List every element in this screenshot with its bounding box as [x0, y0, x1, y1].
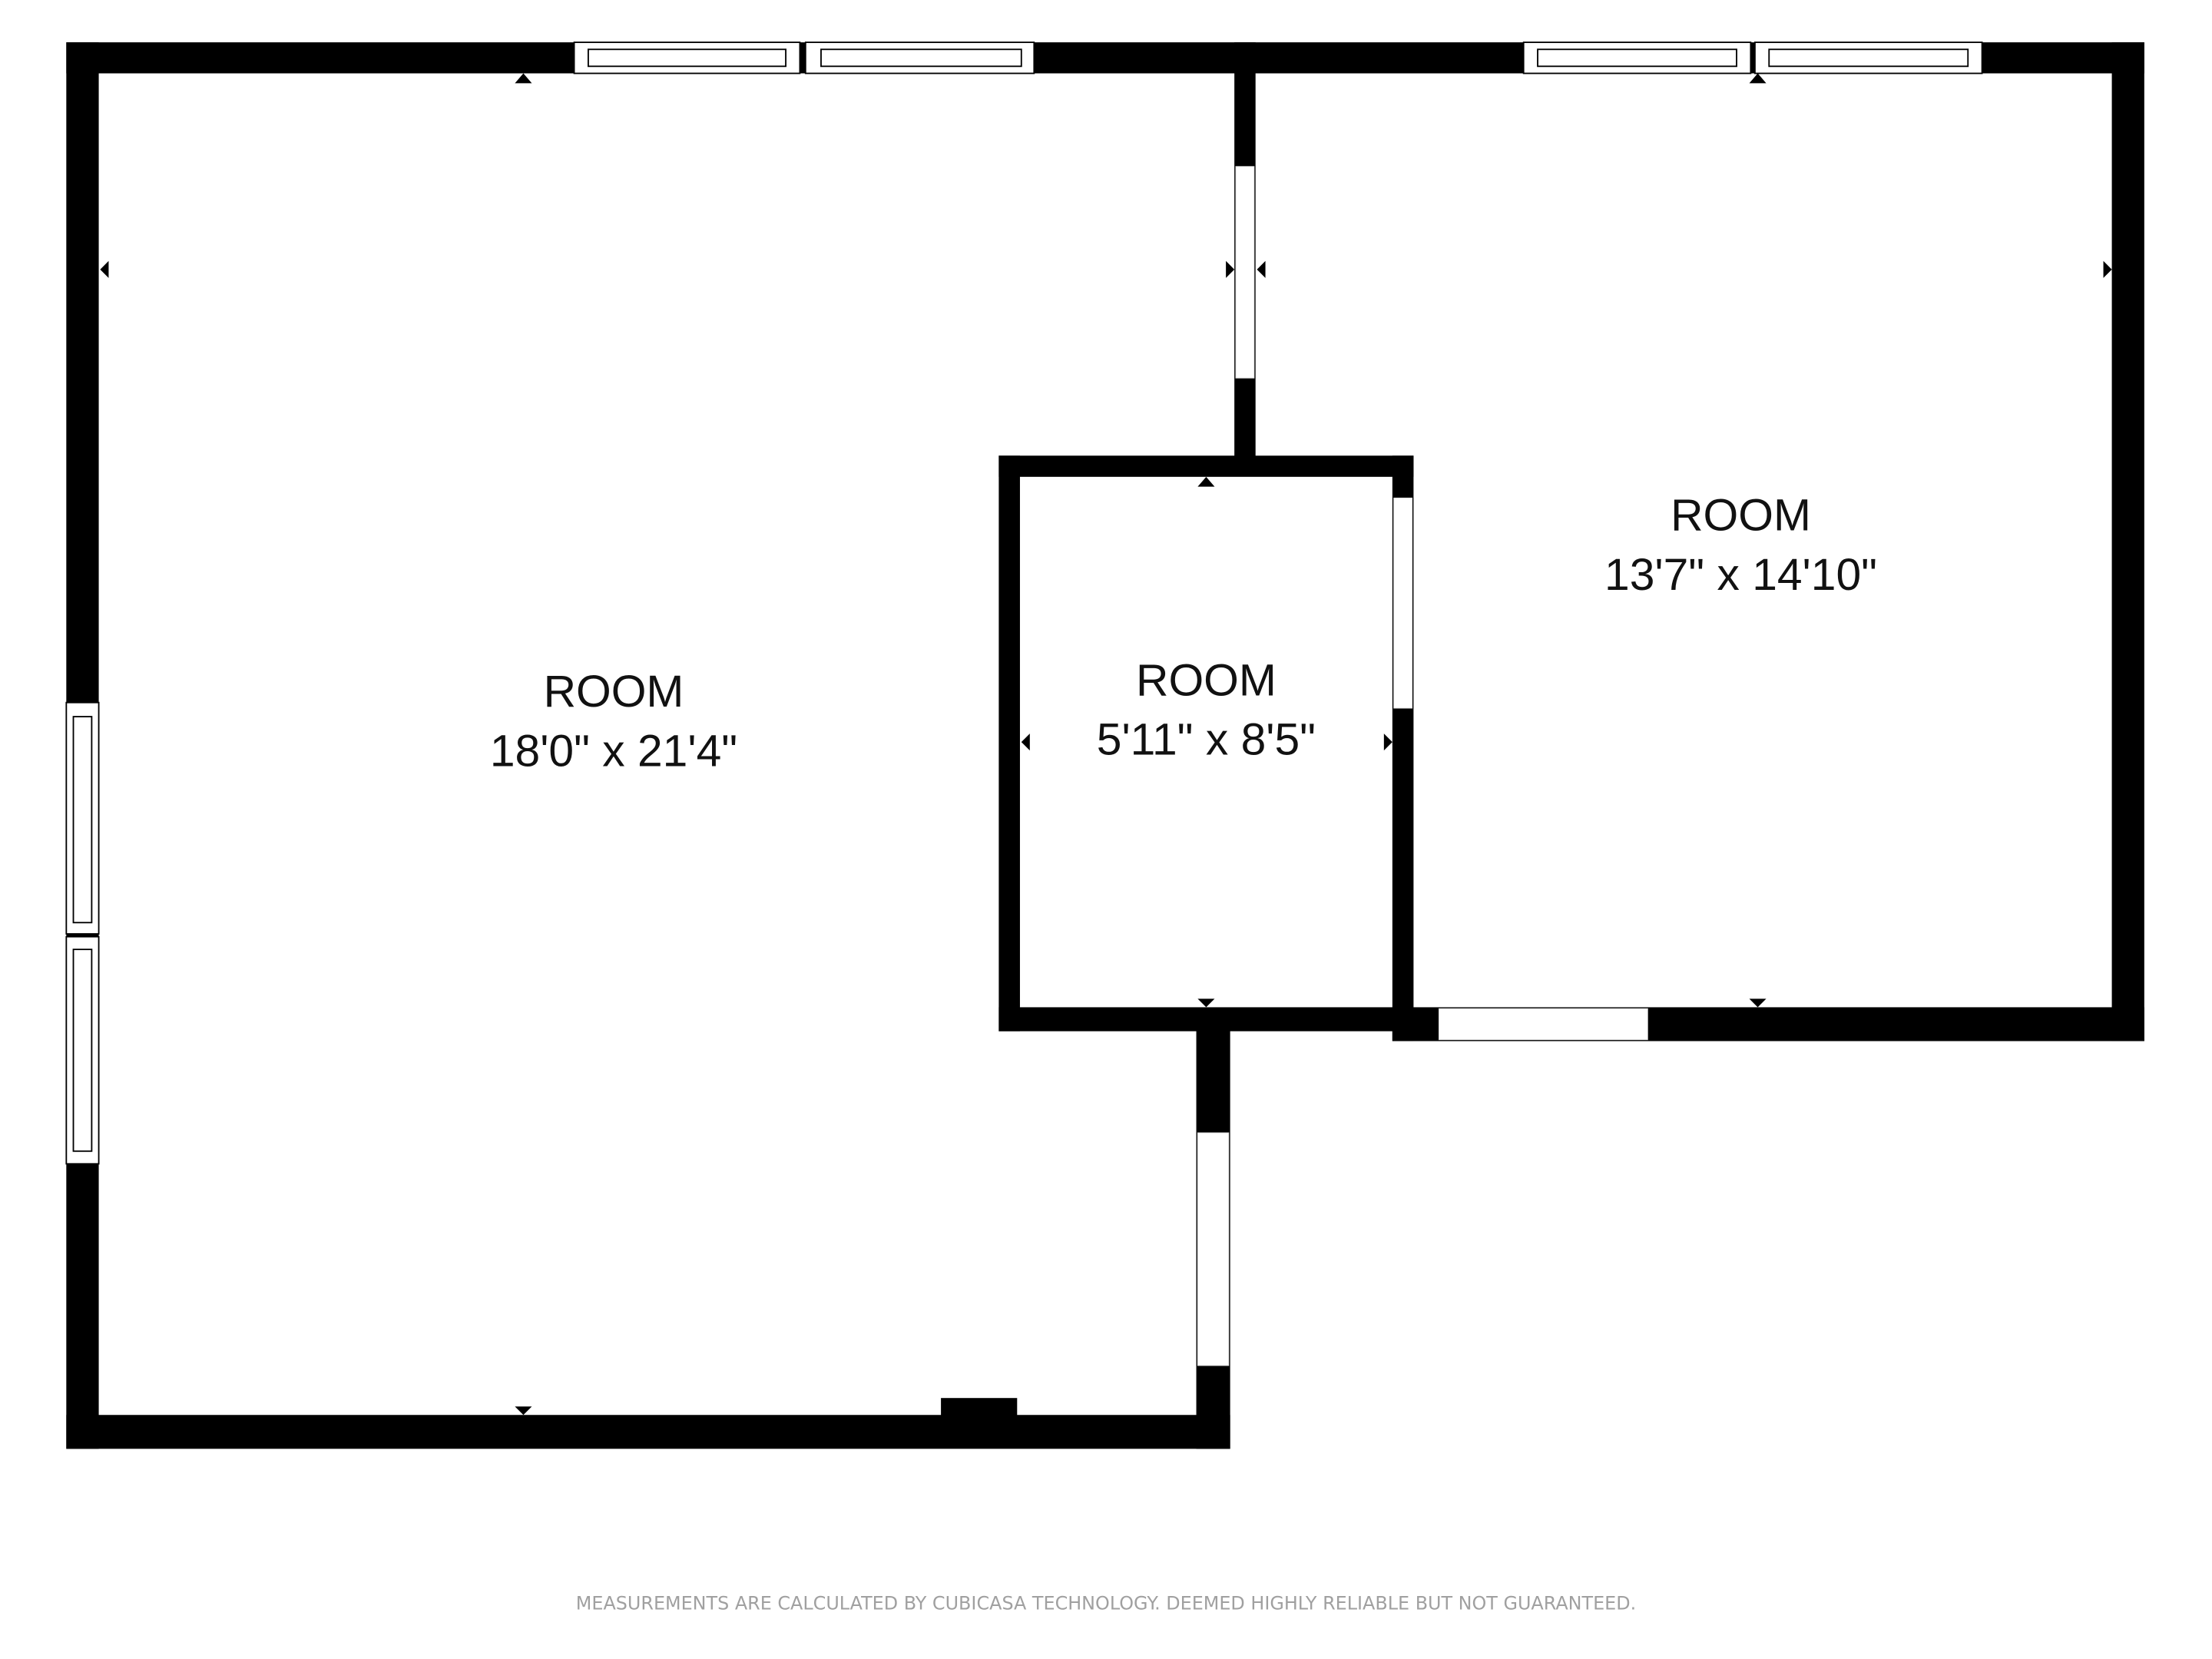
small-room-left-wall	[998, 455, 1020, 1031]
marker-icon	[2103, 260, 2112, 278]
door-opening	[1235, 166, 1255, 379]
door-openings	[1197, 166, 1648, 1366]
marker-icon	[1749, 73, 1767, 84]
door-opening	[1197, 1132, 1230, 1366]
window-pane	[1537, 48, 1737, 68]
marker-icon	[100, 260, 109, 278]
small-room-top-wall	[998, 455, 1414, 477]
window-pane	[72, 716, 93, 924]
windows	[65, 41, 1983, 1165]
bottom-wall	[66, 1415, 1230, 1449]
window-pane	[1768, 48, 1969, 68]
marker-icon	[1197, 998, 1215, 1008]
room-dimensions: 5'11" x 8'5"	[1097, 715, 1316, 765]
marker-icon	[1197, 476, 1215, 487]
window-pane	[588, 48, 786, 68]
marker-icon	[515, 1406, 532, 1416]
marker-icon	[1383, 733, 1392, 751]
room-dimensions: 18'0" x 21'4"	[490, 726, 737, 776]
room-name: ROOM	[544, 667, 684, 717]
marker-icon	[1749, 998, 1767, 1008]
door-opening	[1393, 497, 1413, 709]
small-room-bottom-wall	[998, 1007, 1414, 1031]
wall-bump	[941, 1398, 1018, 1418]
window-pane	[72, 949, 93, 1152]
door-opening	[1439, 1008, 1648, 1041]
measure-markers	[100, 73, 2112, 1416]
window-pane	[820, 48, 1022, 68]
room-dimensions: 13'7" x 14'10"	[1604, 550, 1877, 600]
marker-icon	[1226, 260, 1235, 278]
marker-icon	[1257, 260, 1266, 278]
disclaimer: MEASUREMENTS ARE CALCULATED BY CUBICASA …	[576, 1593, 1636, 1614]
room-labels: ROOM 18'0" x 21'4" ROOM 5'11" x 8'5" ROO…	[490, 491, 1877, 777]
room-name: ROOM	[1671, 491, 1811, 541]
marker-icon	[515, 73, 532, 84]
marker-icon	[1021, 733, 1030, 751]
room-name: ROOM	[1136, 656, 1277, 706]
right-wall	[2111, 42, 2144, 1041]
